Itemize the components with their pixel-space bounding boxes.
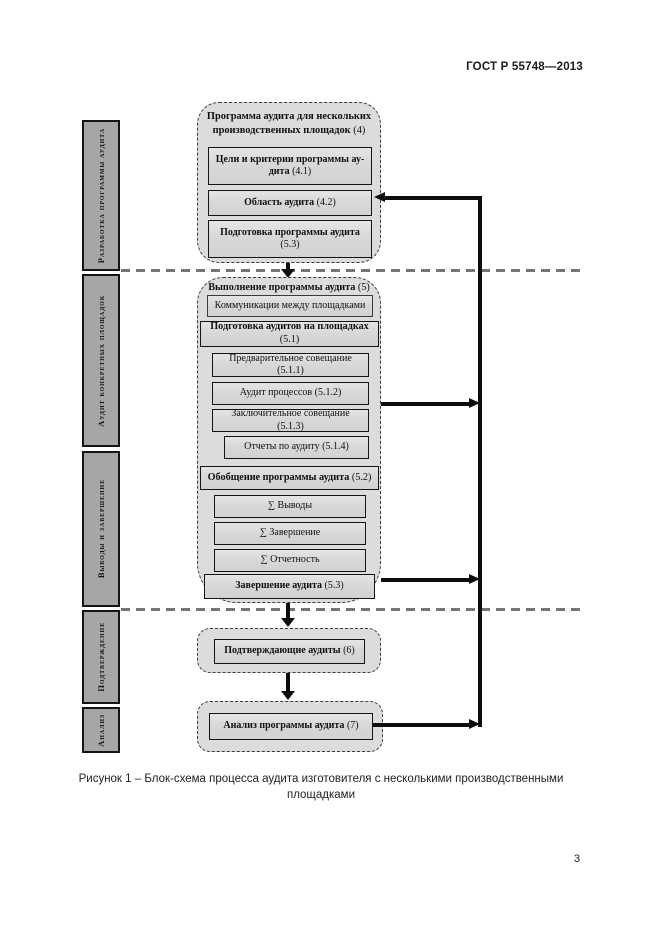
box-site-communications: Коммуникации между площадками xyxy=(207,295,373,317)
sidebar-phase-site-audit-label: Аудит конкретных площадок xyxy=(96,294,106,427)
figure-caption: Рисунок 1 – Блок-схема процесса аудита и… xyxy=(78,773,564,802)
feedback-arrow-from-audit-completion xyxy=(381,578,470,582)
group-program-execution: Выполнение программы аудита (5) Коммуник… xyxy=(197,277,381,603)
sidebar-phase-confirmation: Подтверждение xyxy=(82,610,120,704)
feedback-line-vertical xyxy=(478,196,482,727)
arrow-execution-to-confirmation-head xyxy=(281,618,295,627)
box-sum-reporting: ∑ Отчетность xyxy=(214,549,366,572)
group-program-analysis: Анализ программы аудита (7) xyxy=(197,701,383,752)
sidebar-phase-site-audit: Аудит конкретных площадок xyxy=(82,274,120,447)
document-header: ГОСТ Р 55748—2013 xyxy=(466,61,583,73)
group-confirmation-audits: Подтверждающие аудиты (6) xyxy=(197,628,381,673)
sidebar-phase-conclusions-label: Выводы и завершение xyxy=(96,479,106,579)
sidebar-phase-confirmation-label: Подтверждение xyxy=(96,622,106,692)
sidebar-phase-development-label: Разработка программы аудита xyxy=(96,127,106,264)
box-audit-completion: Завершение аудита (5.3) xyxy=(204,574,375,599)
sidebar-phase-development: Разработка программы аудита xyxy=(82,120,120,271)
feedback-arrow-from-audit-completion-head xyxy=(469,574,480,584)
box-program-analysis: Анализ программы аудита (7) xyxy=(209,713,373,740)
arrow-program-to-execution-head xyxy=(281,269,295,278)
box-preliminary-meeting: Предварительное совещание (5.1.1) xyxy=(212,353,369,377)
box-site-audit-preparation: Подготовка аудитов на площадках (5.1) xyxy=(200,321,379,347)
feedback-arrow-from-closing-meeting-head xyxy=(469,398,480,408)
group-program-execution-title: Выполнение программы аудита (5) xyxy=(208,282,370,293)
box-sum-completion: ∑ Завершение xyxy=(214,522,366,545)
phase-divider-2 xyxy=(121,608,580,611)
box-audit-scope: Область аудита (4.2) xyxy=(208,190,372,216)
box-process-audit: Аудит процессов (5.1.2) xyxy=(212,382,369,405)
arrow-confirmation-to-analysis xyxy=(286,673,290,691)
box-confirmation-audits: Подтверждающие аудиты (6) xyxy=(214,639,365,664)
feedback-arrow-to-scope xyxy=(385,196,481,200)
arrow-confirmation-to-analysis-head xyxy=(281,691,295,700)
arrow-program-to-execution xyxy=(286,263,290,270)
box-program-summary: Обобщение программы аудита (5.2) xyxy=(200,466,379,490)
group-audit-program-title: Программа аудита для нескольких производ… xyxy=(206,111,372,136)
box-audit-reports: Отчеты по аудиту (5.1.4) xyxy=(224,436,369,459)
box-goals-criteria: Цели и критерии программы ау- дита (4.1) xyxy=(208,147,372,185)
arrow-execution-to-confirmation xyxy=(286,603,290,618)
feedback-arrow-from-analysis xyxy=(372,723,470,727)
group-audit-program: Программа аудита для нескольких производ… xyxy=(197,102,381,263)
page-number: 3 xyxy=(574,853,581,865)
box-sum-conclusions: ∑ Выводы xyxy=(214,495,366,518)
sidebar-phase-conclusions: Выводы и завершение xyxy=(82,451,120,607)
feedback-arrow-from-closing-meeting xyxy=(381,402,470,406)
box-program-preparation: Подготовка программы аудита (5.3) xyxy=(208,220,372,258)
sidebar-phase-analysis: Анализ xyxy=(82,707,120,753)
feedback-arrow-to-scope-head xyxy=(374,192,385,202)
box-closing-meeting: Заключительное совещание (5.1.3) xyxy=(212,408,369,432)
sidebar-phase-analysis-label: Анализ xyxy=(96,713,106,747)
phase-divider-1 xyxy=(121,269,580,272)
feedback-arrow-from-analysis-head xyxy=(469,719,480,729)
